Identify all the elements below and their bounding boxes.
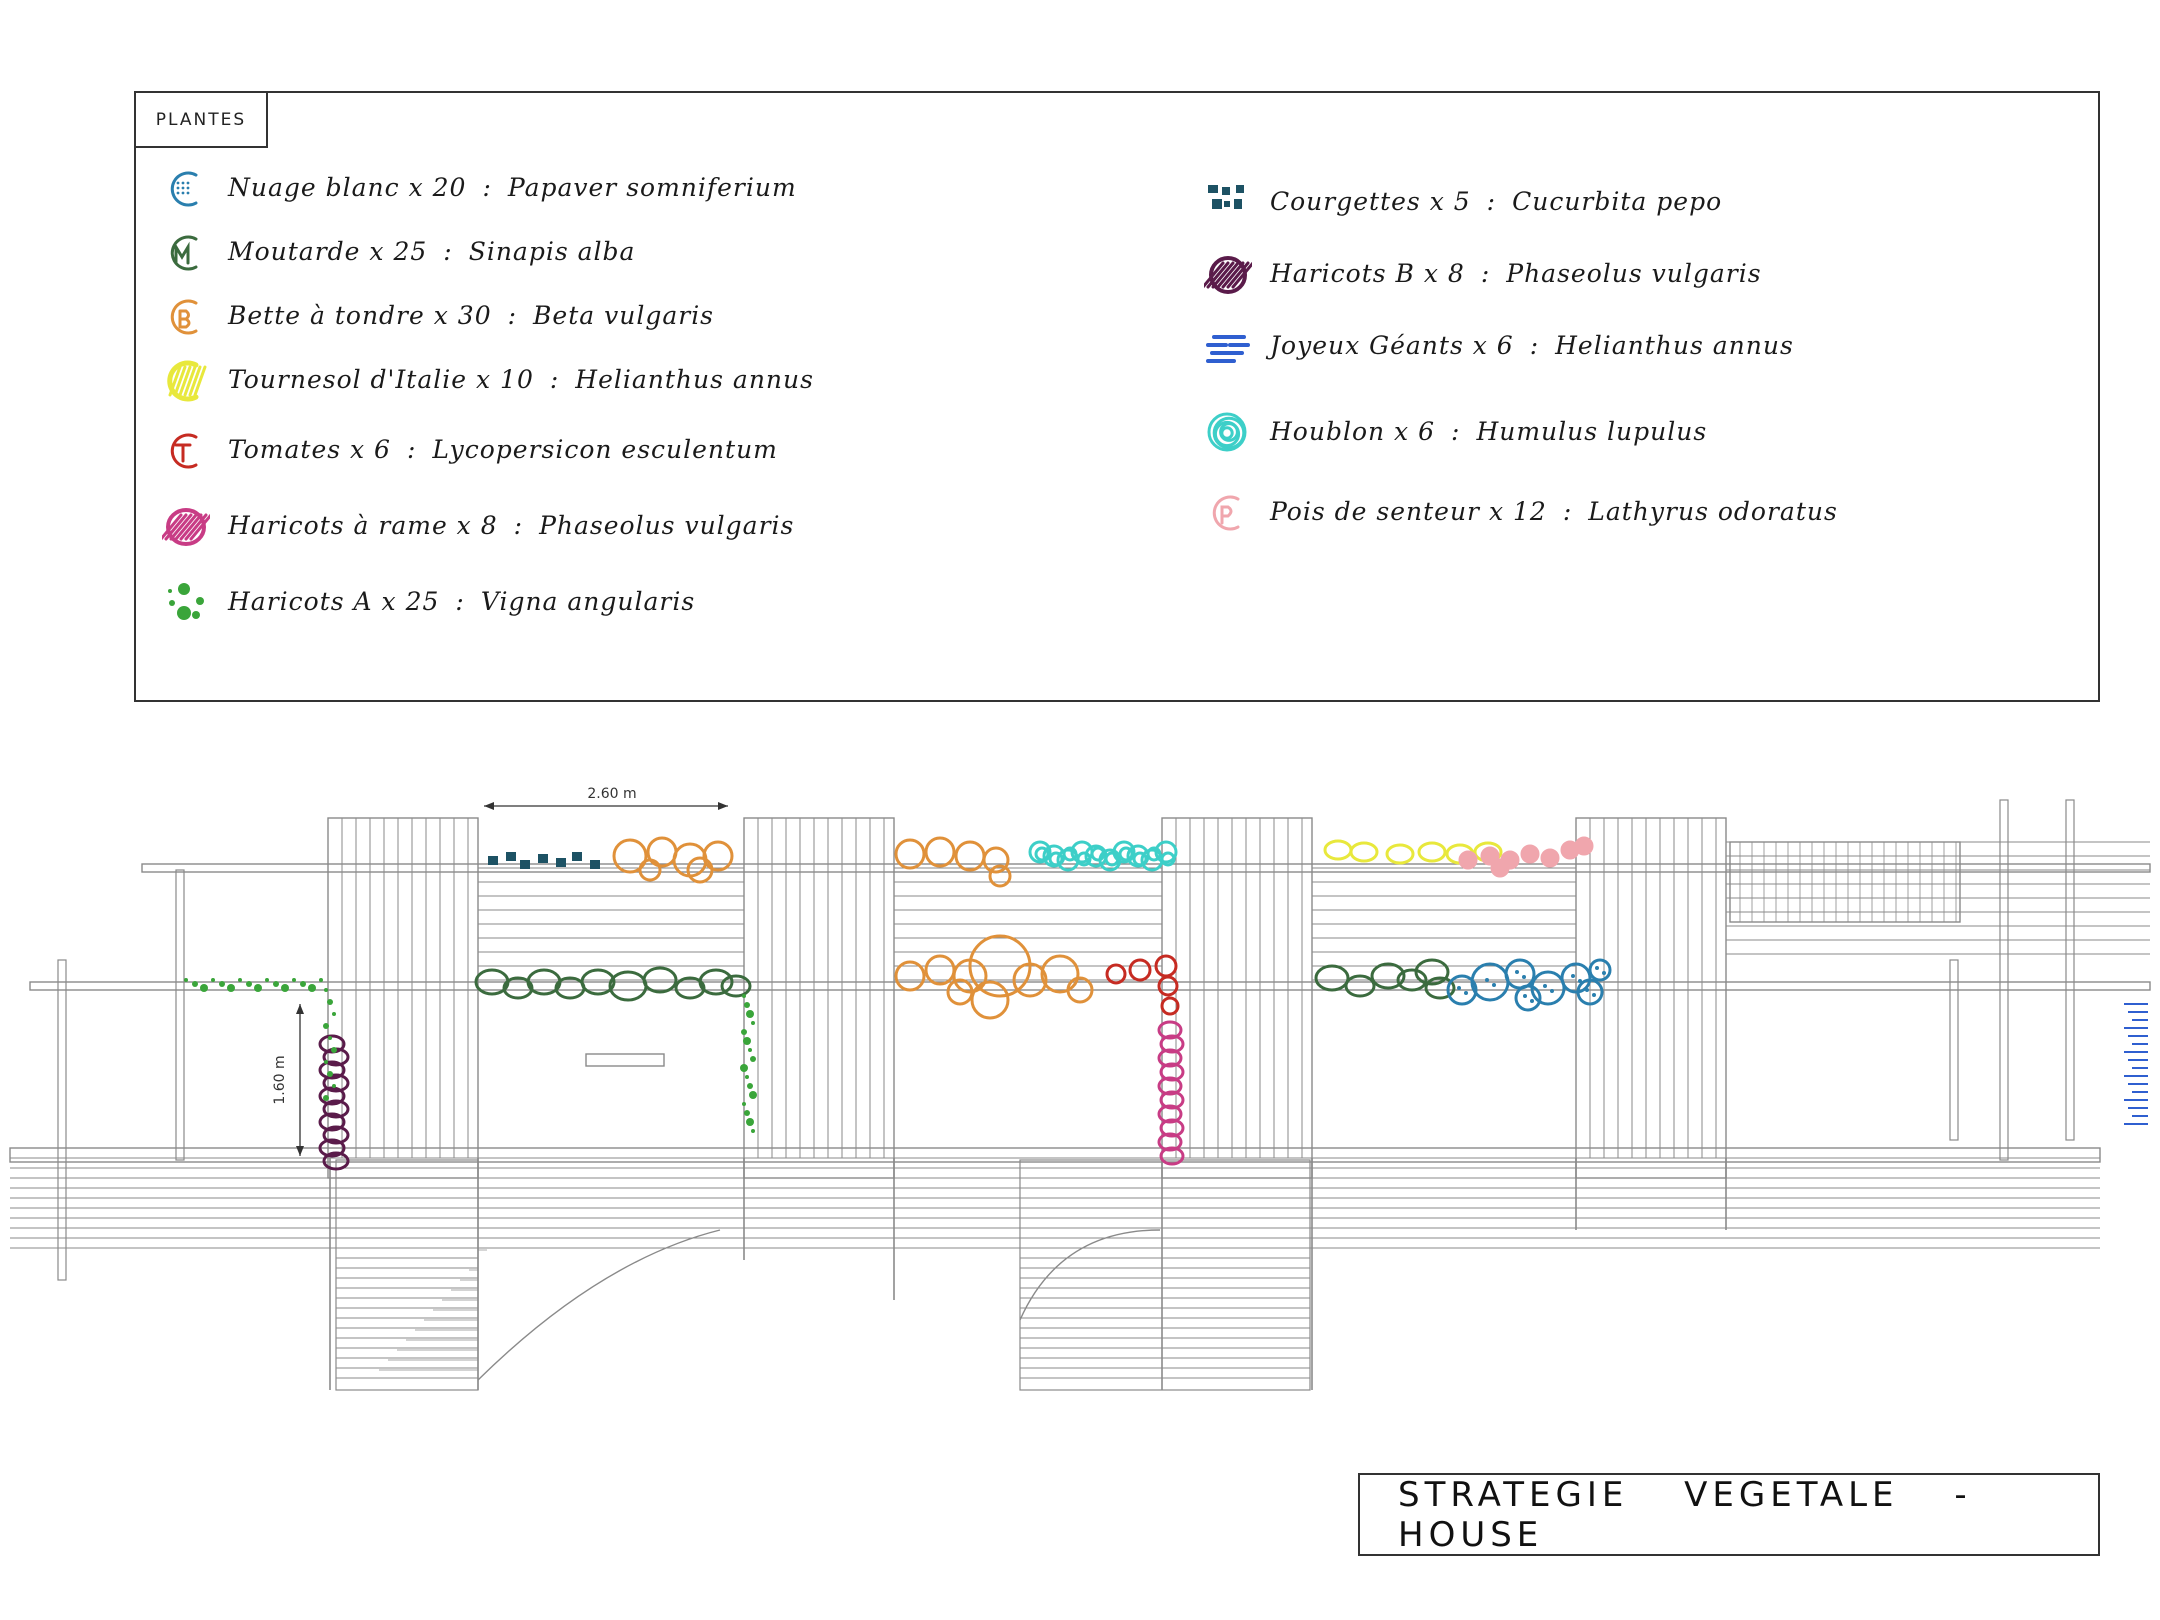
plant-common-name: Courgettes x 5	[1270, 187, 1471, 216]
dot-cluster-icon	[168, 583, 204, 620]
pergola-elevation-drawing: 2.60 m 1.60 m	[9, 786, 2151, 1391]
plant-common-name: Pois de senteur x 12	[1270, 497, 1547, 526]
legend-separator: :	[1562, 497, 1573, 526]
m-in-c-icon	[170, 235, 198, 271]
legend-separator: :	[513, 511, 524, 540]
plant-latin-name: Humulus lupulus	[1476, 417, 1708, 446]
legend-separator: :	[1529, 331, 1540, 360]
pergola-structure	[9, 799, 2151, 1391]
legend-separator: :	[455, 587, 465, 616]
hatched-c-icon	[167, 360, 207, 402]
plant-latin-name: Lathyrus odoratus	[1588, 497, 1838, 526]
plant-latin-name: Lycopersicon esculentum	[432, 435, 778, 464]
plant-latin-name: Phaseolus vulgaris	[1506, 259, 1762, 288]
legend-tag: PLANTES	[136, 93, 268, 148]
square-cluster-icon	[1208, 185, 1244, 209]
plant-common-name: Bette à tondre x 30	[228, 301, 492, 330]
hatched-oval-icon	[162, 508, 210, 546]
legend-separator: :	[549, 365, 560, 394]
plant-latin-name: Helianthus annus	[575, 365, 814, 394]
dotted-c-icon	[170, 171, 198, 207]
plant-common-name: Joyeux Géants x 6	[1270, 331, 1514, 360]
dimension-lines: 2.60 m 1.60 m	[272, 786, 728, 1156]
legend-separator: :	[443, 237, 453, 266]
legend-separator: :	[406, 435, 417, 464]
legend-separator: :	[482, 173, 492, 202]
p-in-c-icon	[1212, 495, 1240, 531]
scribble-circle-icon	[1207, 412, 1247, 452]
height-dimension-label: 1.60 m	[272, 1055, 288, 1104]
plant-common-name: Nuage blanc x 20	[228, 173, 467, 202]
plant-latin-name: Phaseolus vulgaris	[539, 511, 795, 540]
plant-latin-name: Cucurbita pepo	[1512, 187, 1723, 216]
plant-latin-name: Vigna angularis	[480, 587, 696, 616]
plant-common-name: Tournesol d'Italie x 10	[228, 365, 534, 394]
plant-common-name: Haricots A x 25	[228, 587, 440, 616]
t-in-c-icon	[170, 433, 198, 469]
legend-separator: :	[1480, 259, 1491, 288]
plant-latin-name: Sinapis alba	[468, 237, 636, 266]
drawing-title: STRATEGIE VEGETALE - HOUSE	[1358, 1473, 2100, 1556]
dash-lines-icon	[1206, 335, 1250, 363]
legend-separator: :	[1486, 187, 1497, 216]
plant-common-name: Tomates x 6	[228, 435, 391, 464]
plant-common-name: Haricots à rame x 8	[228, 511, 498, 540]
legend-separator: :	[507, 301, 518, 330]
legend-separator: :	[1451, 417, 1461, 446]
b-in-c-icon	[170, 299, 198, 335]
width-dimension-label: 2.60 m	[587, 786, 636, 802]
plant-common-name: Houblon x 6	[1270, 417, 1436, 446]
hatched-circle-icon	[1204, 256, 1252, 294]
plant-latin-name: Beta vulgaris	[533, 301, 715, 330]
plant-common-name: Haricots B x 8	[1270, 259, 1465, 288]
plant-latin-name: Papaver somniferium	[507, 173, 797, 202]
plant-latin-name: Helianthus annus	[1555, 331, 1794, 360]
plant-legend: PLANTES Nuage blanc x 20: Papaver somnife…	[134, 91, 2100, 702]
plant-markings	[184, 836, 2148, 1171]
plant-common-name: Moutarde x 25	[228, 237, 428, 266]
